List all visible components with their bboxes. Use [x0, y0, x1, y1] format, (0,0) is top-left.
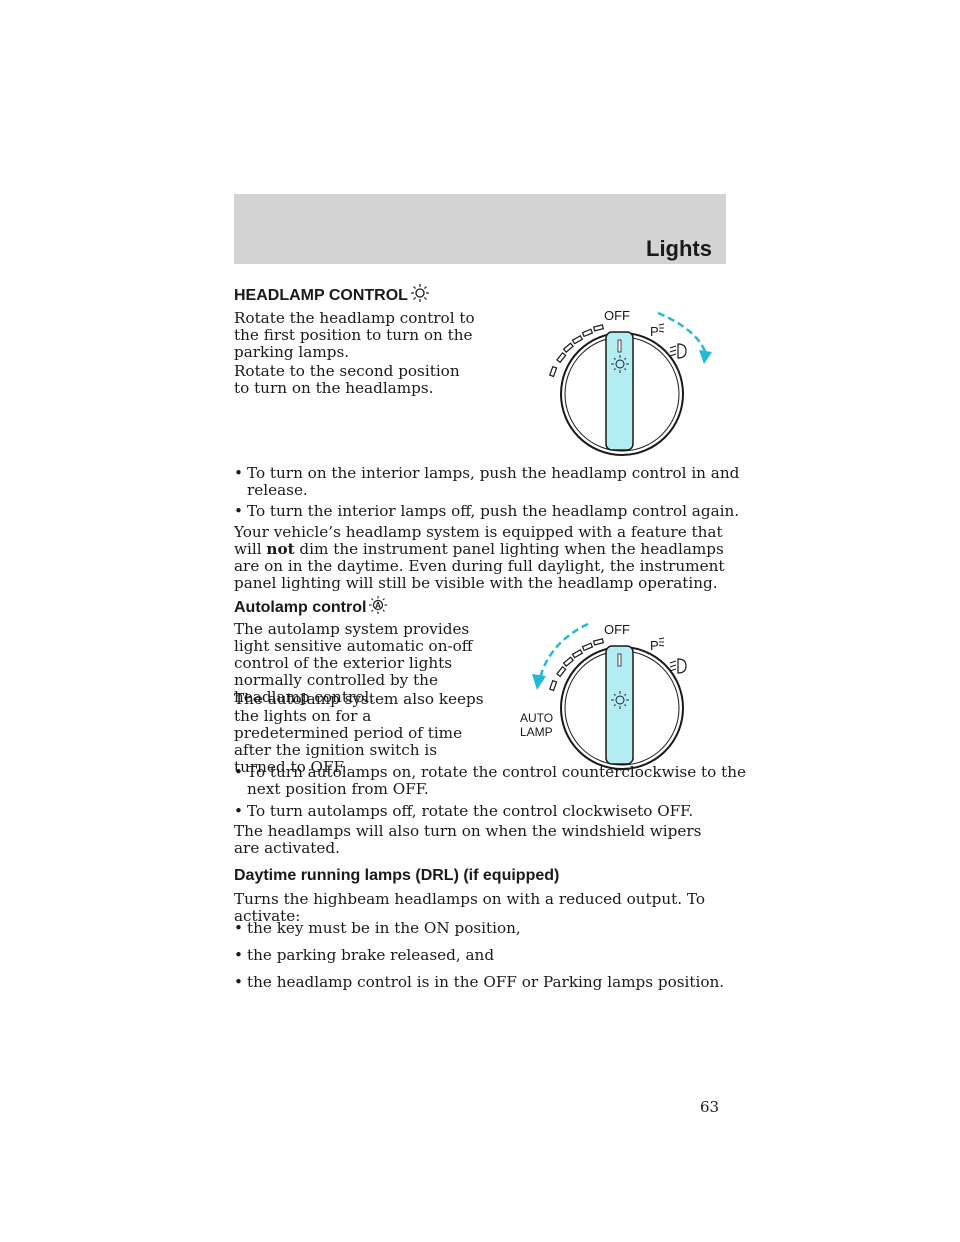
dimming-text-end: dim the instrument panel lighting when t…	[234, 540, 725, 592]
knob-indicator	[617, 339, 622, 353]
headlamp-control-diagram: OFF P	[548, 308, 712, 456]
headlamp-heading: HEADLAMP CONTROL	[234, 283, 430, 305]
autolamp-on-text: To turn autolamps on, rotate the control…	[247, 763, 746, 798]
section-header-band: Lights	[234, 194, 726, 264]
headlamp-para-2: Rotate to the second position to turn on…	[234, 362, 460, 397]
autolamp-control-diagram: OFF P AUTO LAMP	[520, 622, 687, 770]
knob2-sun-icon	[611, 691, 629, 709]
rotate-counterclockwise-arrow	[538, 622, 589, 679]
headlamp-sun-icon	[410, 284, 429, 302]
knob2-indicator	[617, 653, 622, 667]
dimming-text-bold: not	[266, 540, 295, 558]
drl-bullet-key: the key must be in the ON position,	[234, 920, 741, 938]
headlamp-heading-text: HEADLAMP CONTROL	[234, 287, 408, 304]
knob2-low-beam-icon	[669, 658, 687, 674]
autolamp-on-bullet: To turn autolamps on, rotate the control…	[234, 764, 747, 798]
auto-label-line2: LAMP	[520, 725, 553, 739]
knob2-off-label: OFF	[604, 622, 630, 637]
dimming-paragraph: Your vehicle’s headlamp system is equipp…	[234, 524, 728, 592]
autolamp-heading-text: Autolamp control	[234, 599, 367, 616]
dimming-text-start: Your vehicle’s headlamp system is equipp…	[234, 523, 723, 558]
knob2-tick-marks	[548, 638, 605, 692]
rotate-clockwise-arrow	[657, 311, 708, 355]
autolamp-para-1: The autolamp system provides light sensi…	[234, 620, 473, 706]
autolamp-heading: Autolamp control A	[234, 595, 388, 617]
autolamp-icon-letter: A	[376, 601, 382, 610]
knob-sun-icon	[611, 355, 629, 373]
headlamp-para-1: Rotate the headlamp control to the first…	[234, 309, 475, 361]
drl-bullet-brake: the parking brake released, and	[234, 947, 741, 965]
arrow-head	[699, 350, 712, 364]
knob-off-label: OFF	[604, 308, 630, 323]
low-beam-icon	[669, 343, 687, 359]
section-title: Lights	[646, 236, 712, 261]
drl-heading: Daytime running lamps (DRL) (if equipped…	[234, 867, 560, 884]
arrow2-head	[532, 674, 546, 690]
interior-lamps-off-bullet: To turn the interior lamps off, push the…	[234, 503, 747, 521]
knob-tick-marks	[548, 324, 605, 378]
wipers-paragraph: The headlamps will also turn on when the…	[234, 822, 702, 857]
knob2-park-label: P	[650, 638, 659, 653]
knob-park-label: P	[650, 324, 659, 339]
interior-lamps-on-bullet: To turn on the interior lamps, push the …	[234, 465, 747, 499]
autolamp-off-bullet: To turn autolamps off, rotate the contro…	[234, 803, 747, 821]
knob-grip	[605, 331, 634, 451]
page-number: 63	[700, 1098, 720, 1116]
autolamp-icon: A	[369, 596, 388, 614]
auto-label-line1: AUTO	[520, 711, 553, 725]
drl-bullet-control: the headlamp control is in the OFF or Pa…	[234, 974, 741, 992]
